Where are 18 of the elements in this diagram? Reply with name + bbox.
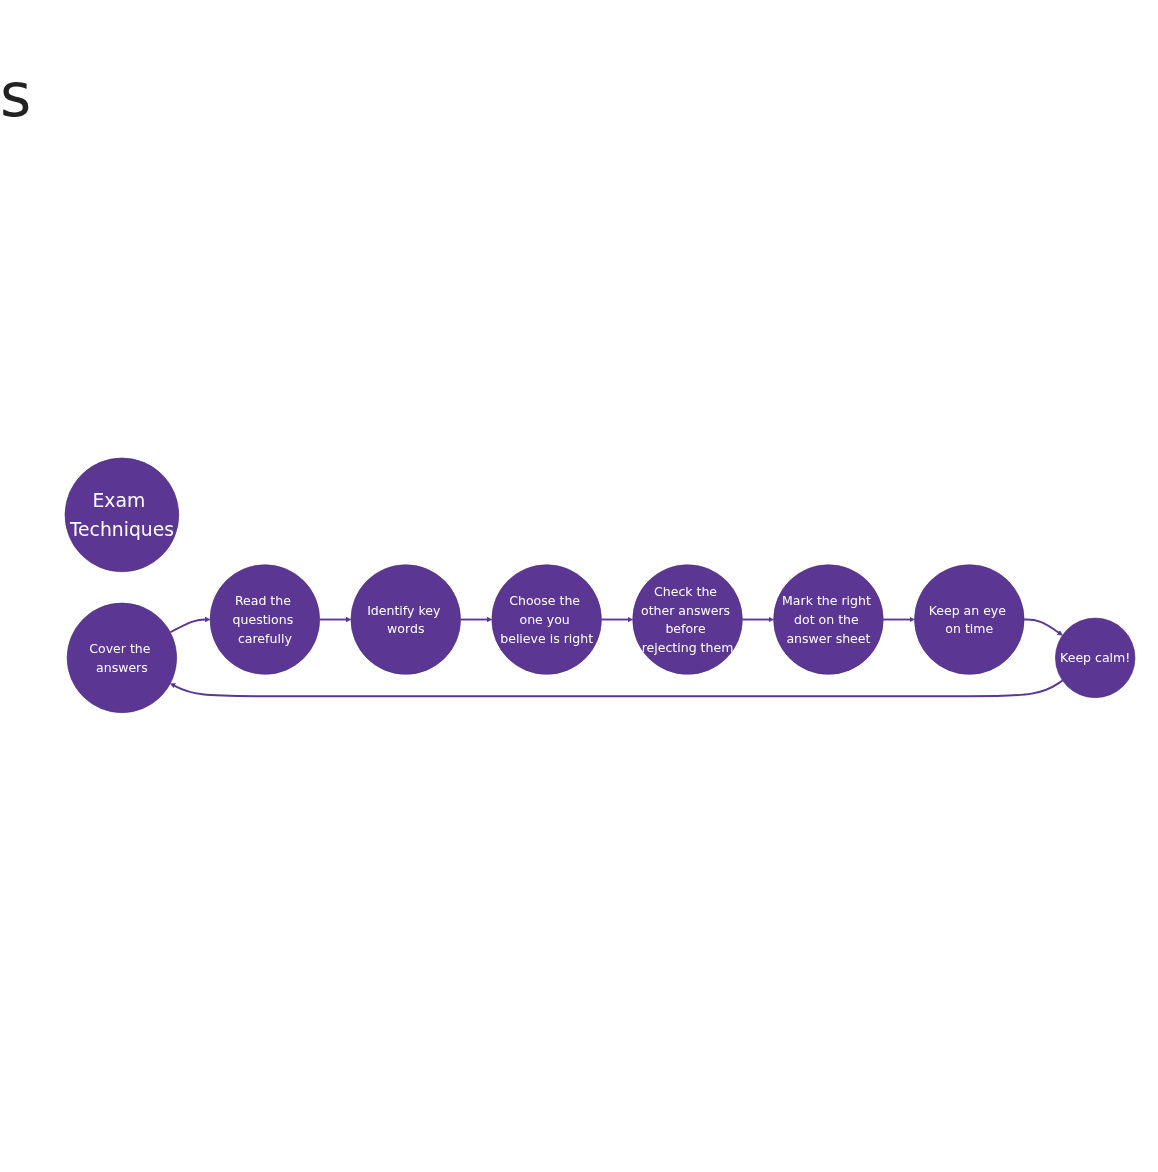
node-circle: Identify key words xyxy=(350,564,461,675)
arrow xyxy=(1023,618,1063,636)
node-circle: Mark the right dot on the answer sheet xyxy=(773,564,884,675)
node-circle: Keep calm! xyxy=(1055,617,1136,698)
arrow xyxy=(169,616,211,633)
arrow xyxy=(600,616,633,622)
arrow xyxy=(741,616,774,622)
title-fragment: s xyxy=(0,60,32,130)
node-circle: Check the other answers before rejecting them xyxy=(632,564,743,675)
node-circle: Choose the one you believe is right xyxy=(491,564,602,675)
arrow xyxy=(459,616,493,622)
node-circle: Keep an eye on time xyxy=(914,564,1025,675)
arrow xyxy=(882,616,915,622)
node-circle: Cover the answers xyxy=(66,602,177,713)
node-circle: Read the questions carefully xyxy=(209,564,320,675)
arrow xyxy=(318,616,352,622)
arrow xyxy=(170,679,1064,697)
node-circle: Exam Techniques xyxy=(64,457,180,572)
